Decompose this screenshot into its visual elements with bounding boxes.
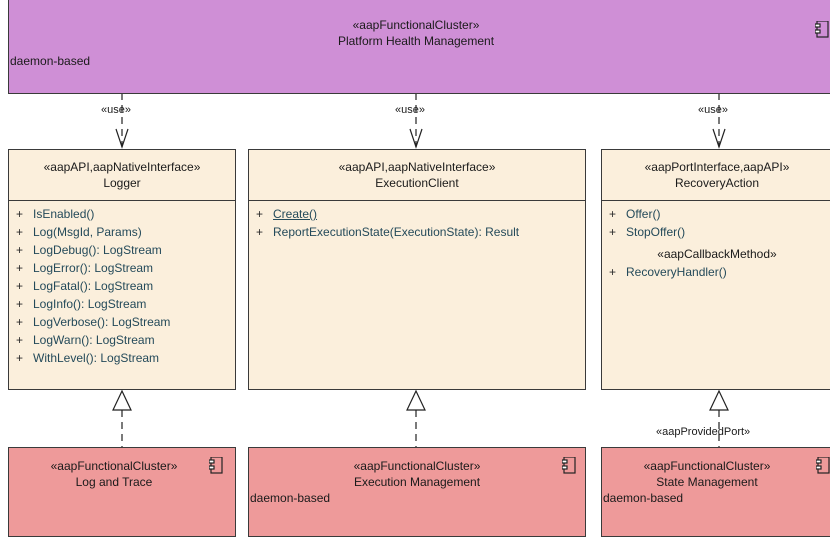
cluster-stereotype: «aapFunctionalCluster»: [643, 459, 771, 473]
interface-name: Logger: [103, 176, 141, 190]
provided-port-label: «aapProvidedPort»: [656, 426, 751, 438]
operation[interactable]: +LogFatal(): LogStream: [16, 279, 154, 293]
use-label-recovery-action: «use»: [698, 104, 728, 116]
cluster-stereotype: «aapFunctionalCluster»: [50, 459, 178, 473]
operation[interactable]: +StopOffer(): [609, 225, 686, 239]
execution-management-cluster[interactable]: «aapFunctionalCluster» Execution Managem…: [248, 447, 586, 537]
component-icon: [209, 457, 223, 474]
operation[interactable]: +LogWarn(): LogStream: [16, 333, 155, 347]
operation[interactable]: +WithLevel(): LogStream: [16, 351, 160, 365]
operation[interactable]: +LogError(): LogStream: [16, 261, 154, 275]
cluster-name: State Management: [656, 475, 758, 489]
cluster-name: Execution Management: [353, 475, 481, 489]
interface-stereotype: «aapAPI,aapNativeInterface»: [43, 160, 201, 174]
cluster-name: Log and Trace: [75, 475, 153, 489]
interface-name: ExecutionClient: [375, 176, 459, 190]
component-icon: [815, 21, 829, 38]
recovery-action-interface[interactable]: «aapPortInterface,aapAPI» RecoveryAction…: [601, 149, 830, 390]
use-dependency-recovery-action: [712, 93, 726, 149]
interface-name: RecoveryAction: [674, 176, 760, 190]
realization-logger: [112, 389, 132, 447]
use-label-execution-client: «use»: [395, 104, 425, 116]
operation[interactable]: +Create(): [256, 207, 318, 221]
interface-stereotype: «aapPortInterface,aapAPI»: [644, 160, 790, 174]
cluster-note: daemon-based: [603, 491, 684, 505]
cluster-stereotype: «aapFunctionalCluster»: [353, 459, 481, 473]
component-icon: [562, 457, 576, 474]
operation[interactable]: +LogVerbose(): LogStream: [16, 315, 171, 329]
cluster-note: daemon-based: [10, 54, 91, 68]
logger-interface[interactable]: «aapAPI,aapNativeInterface» Logger +IsEn…: [8, 149, 236, 390]
realization-execution-client: [406, 389, 426, 447]
use-dependency-logger: [115, 93, 129, 149]
operation[interactable]: +LogInfo(): LogStream: [16, 297, 147, 311]
operation[interactable]: +Offer(): [609, 207, 661, 221]
operation[interactable]: +LogDebug(): LogStream: [16, 243, 162, 257]
interface-stereotype: «aapAPI,aapNativeInterface»: [338, 160, 496, 174]
cluster-note: daemon-based: [250, 491, 331, 505]
execution-client-interface[interactable]: «aapAPI,aapNativeInterface» ExecutionCli…: [248, 149, 586, 390]
platform-health-management-cluster[interactable]: «aapFunctionalCluster» Platform Health M…: [8, 0, 830, 94]
callback-method-stereotype: «aapCallbackMethod»: [657, 247, 777, 261]
operation[interactable]: +IsEnabled(): [16, 207, 95, 221]
component-icon: [816, 457, 830, 474]
cluster-name: Platform Health Management: [337, 34, 495, 48]
operation-list: +Create() +ReportExecutionState(Executio…: [249, 200, 585, 241]
use-dependency-execution-client: [409, 93, 423, 149]
use-label-logger: «use»: [101, 104, 131, 116]
operation[interactable]: +ReportExecutionState(ExecutionState): R…: [256, 225, 520, 239]
operation-list: +IsEnabled() +Log(MsgId, Params) +LogDeb…: [9, 200, 235, 367]
log-and-trace-cluster[interactable]: «aapFunctionalCluster» Log and Trace: [8, 447, 236, 537]
operation[interactable]: +Log(MsgId, Params): [16, 225, 142, 239]
state-management-cluster[interactable]: «aapFunctionalCluster» State Management …: [601, 447, 830, 537]
operation[interactable]: +RecoveryHandler(): [609, 265, 727, 279]
cluster-stereotype: «aapFunctionalCluster»: [352, 18, 480, 32]
realization-recovery-action: [709, 389, 729, 447]
operation-list: +Offer() +StopOffer() «aapCallbackMethod…: [602, 200, 830, 281]
